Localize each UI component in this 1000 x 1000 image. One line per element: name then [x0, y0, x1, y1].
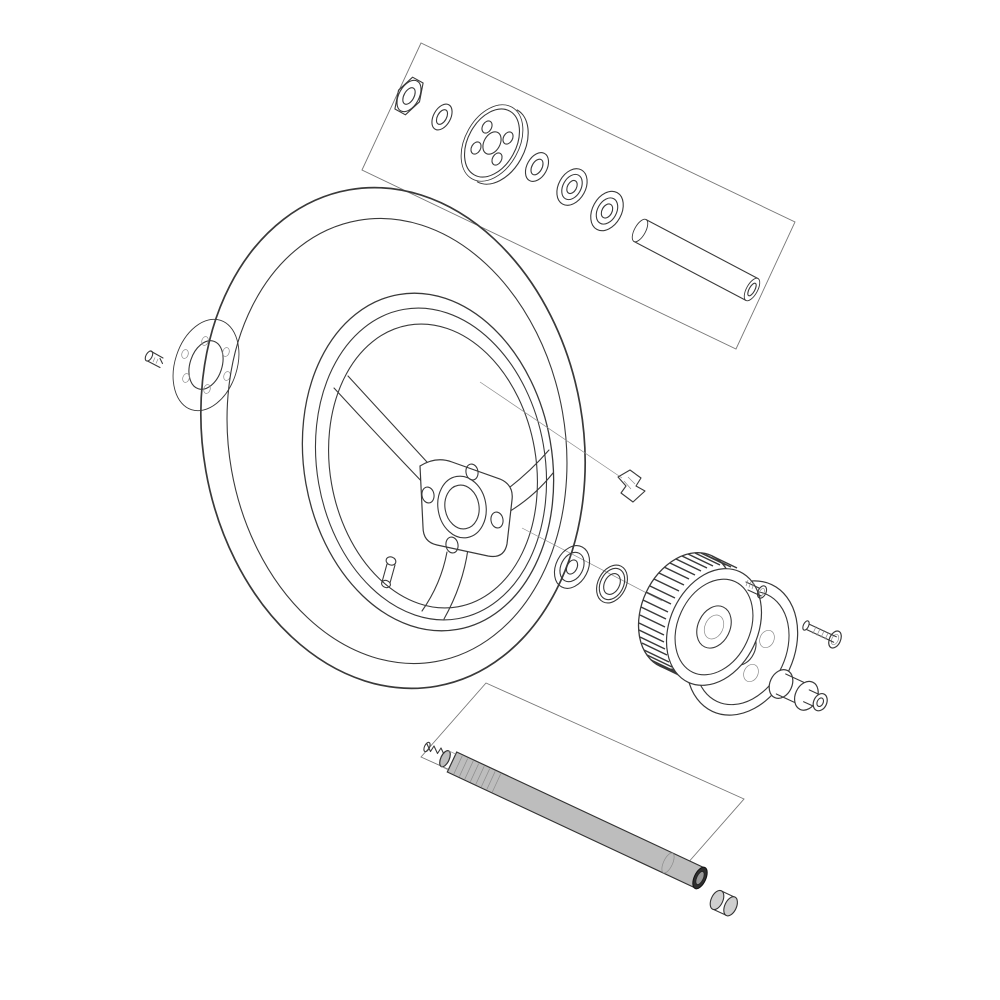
axle-shaft: [439, 750, 706, 889]
assembly-outline-top: [361, 42, 796, 350]
leader-line-clip: [479, 381, 623, 479]
adjuster-spring: [423, 741, 446, 757]
flange-screw: [144, 350, 164, 369]
pulley-teeth: [638, 552, 738, 679]
rim-face: [314, 307, 548, 621]
drive-pulley: [637, 552, 763, 686]
bearing-top: [556, 168, 588, 206]
washer-top-1: [431, 103, 453, 131]
bearing-mid: [553, 545, 591, 589]
axle-shaft-body: [446, 751, 706, 889]
axle-nut: [394, 76, 424, 116]
flange-plate: [172, 318, 240, 412]
axle-threads: [453, 755, 502, 793]
wheel-hub: [419, 459, 513, 558]
rim-lip: [328, 323, 538, 609]
spacer-collar: [768, 669, 828, 712]
washer-top-2: [524, 152, 550, 182]
spacer-tube: [631, 218, 761, 302]
spacer-disc: [460, 104, 529, 185]
retainer-clip: [617, 469, 646, 503]
end-plug: [709, 889, 738, 917]
tire-shoulder: [226, 217, 568, 665]
axle-end-ring: [692, 866, 708, 890]
valve-stem: [381, 556, 397, 589]
leader-line-axis: [521, 527, 663, 602]
carrier-bolt: [745, 579, 768, 599]
rear-wheel: [199, 186, 587, 690]
seal-top: [590, 190, 624, 232]
tire-outer: [199, 186, 587, 690]
flange-bolt: [802, 620, 842, 649]
rim-bead: [301, 292, 555, 632]
seal-mid: [596, 564, 628, 604]
axle-groove: [661, 852, 675, 874]
